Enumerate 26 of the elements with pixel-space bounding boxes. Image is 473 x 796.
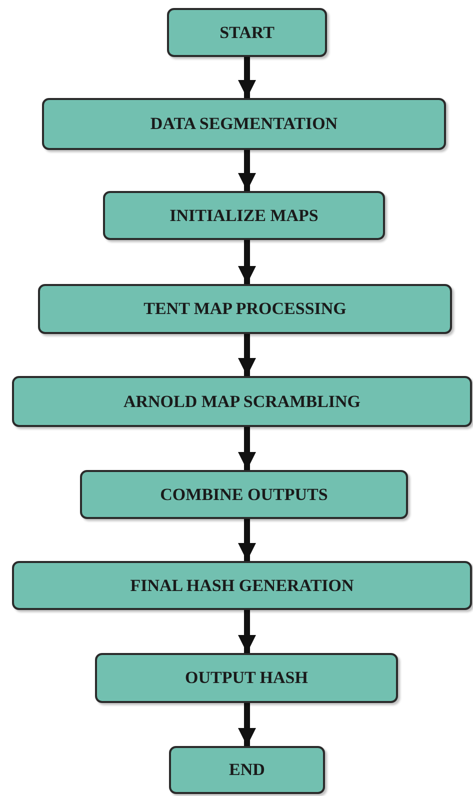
arrow bbox=[238, 427, 256, 470]
step-label: TENT MAP PROCESSING bbox=[144, 299, 346, 319]
process-box bbox=[103, 191, 385, 240]
process-box bbox=[169, 746, 325, 794]
step-label: DATA SEGMENTATION bbox=[150, 114, 338, 134]
step-label: INITIALIZE MAPS bbox=[170, 206, 318, 226]
process-box bbox=[12, 376, 472, 427]
step-label: END bbox=[229, 760, 265, 780]
step-label: FINAL HASH GENERATION bbox=[130, 576, 354, 596]
arrow bbox=[238, 57, 256, 98]
arrow bbox=[238, 610, 256, 653]
process-box bbox=[38, 284, 452, 334]
arrow bbox=[238, 703, 256, 746]
process-box bbox=[12, 561, 472, 610]
process-box bbox=[42, 98, 446, 150]
step-label: OUTPUT HASH bbox=[185, 668, 308, 688]
arrow bbox=[238, 240, 256, 284]
arrow bbox=[238, 519, 256, 561]
process-box bbox=[80, 470, 408, 519]
step-label: ARNOLD MAP SCRAMBLING bbox=[123, 392, 361, 412]
step-label: COMBINE OUTPUTS bbox=[160, 484, 328, 504]
arrow bbox=[238, 150, 256, 191]
process-box bbox=[167, 8, 327, 57]
process-box bbox=[95, 653, 398, 703]
arrow bbox=[238, 334, 256, 376]
step-label: START bbox=[220, 22, 274, 42]
